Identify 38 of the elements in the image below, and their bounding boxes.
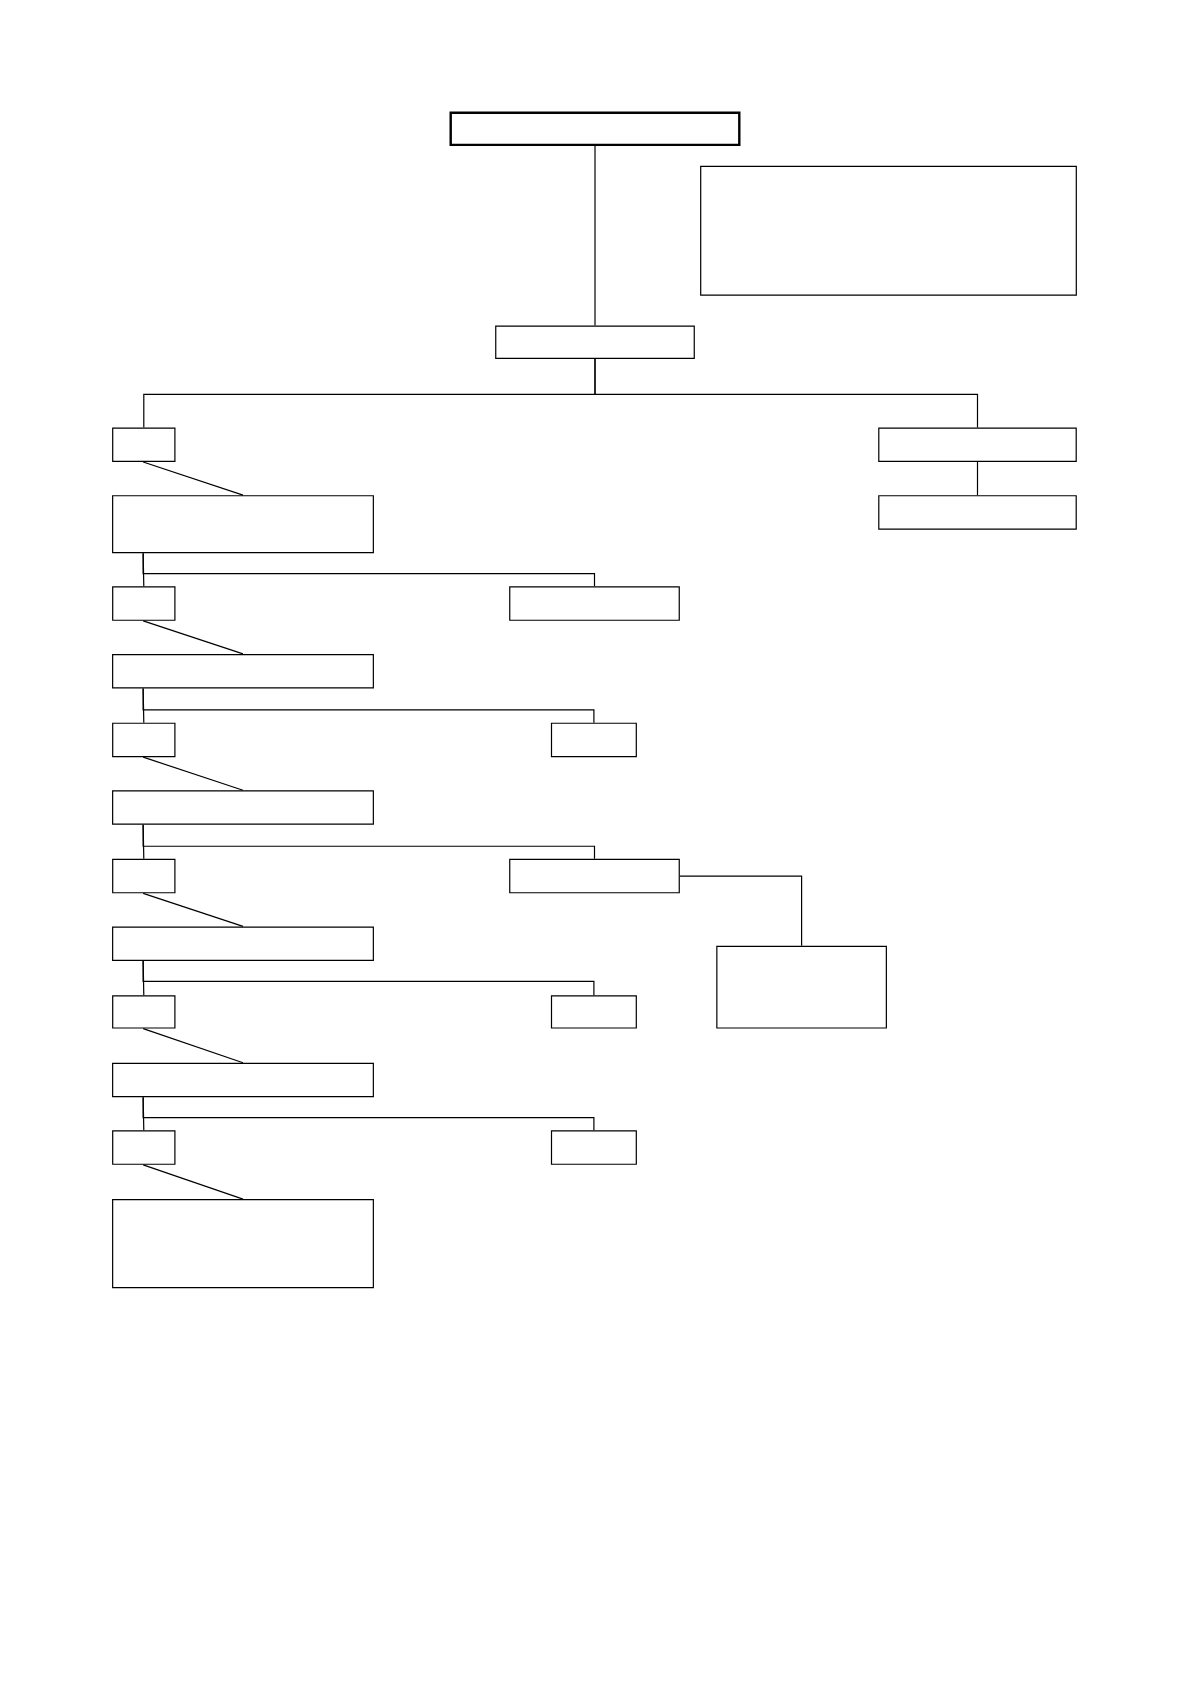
empty-box xyxy=(495,325,695,359)
empty-box xyxy=(112,1199,374,1289)
empty-box xyxy=(700,165,1077,296)
connector-line xyxy=(679,875,803,947)
empty-box xyxy=(112,1130,176,1165)
empty-box xyxy=(112,858,176,894)
connector-line xyxy=(142,960,595,996)
connector-line xyxy=(142,1028,244,1064)
empty-box xyxy=(112,586,176,621)
empty-box xyxy=(112,926,374,961)
empty-box xyxy=(509,858,680,894)
connector-line xyxy=(142,687,595,724)
empty-box xyxy=(112,1062,374,1098)
connector-line xyxy=(594,358,979,429)
connector-line xyxy=(142,824,596,860)
empty-box xyxy=(449,111,741,147)
empty-box xyxy=(112,790,374,825)
empty-box xyxy=(878,495,1077,530)
connector-line xyxy=(142,461,244,496)
connector-line xyxy=(142,892,244,928)
connector-line xyxy=(142,1096,595,1131)
connector-line xyxy=(594,145,596,327)
empty-box xyxy=(550,722,637,758)
connector-line xyxy=(142,552,596,587)
empty-box xyxy=(112,722,176,758)
empty-box xyxy=(716,945,887,1029)
connector-line xyxy=(142,620,244,655)
connector-line xyxy=(142,1164,244,1200)
empty-box xyxy=(112,427,176,463)
connector-line xyxy=(142,756,244,791)
empty-box xyxy=(112,653,374,689)
empty-box xyxy=(878,427,1077,463)
empty-box xyxy=(112,495,374,554)
connector-line xyxy=(976,461,979,496)
empty-box xyxy=(550,1130,637,1165)
empty-box xyxy=(509,586,680,621)
empty-box xyxy=(112,995,176,1029)
empty-box xyxy=(550,995,637,1029)
